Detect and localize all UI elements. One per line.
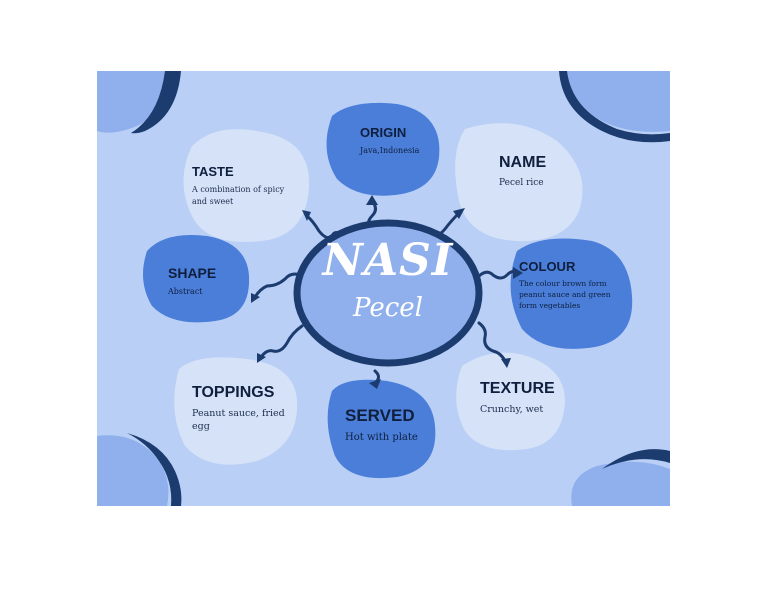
node-name: NAME Pecel rice bbox=[499, 154, 579, 190]
node-colour: COLOUR The colour brown form peanut sauc… bbox=[519, 259, 627, 312]
colour-blob bbox=[510, 238, 633, 349]
origin-blob bbox=[326, 102, 440, 196]
colour-title: COLOUR bbox=[519, 259, 576, 274]
shape-blob bbox=[143, 235, 250, 323]
shape-desc: Abstract bbox=[168, 287, 203, 297]
toppings-title: TOPPINGS bbox=[192, 384, 275, 401]
corner-decoration-top-right bbox=[559, 71, 670, 143]
center-subtitle: Pecel bbox=[353, 293, 423, 323]
arrow-heads bbox=[251, 195, 523, 389]
taste-desc: A combination of spicy and sweet bbox=[192, 185, 285, 206]
corner-decoration-bottom-right bbox=[571, 449, 670, 506]
toppings-blob bbox=[174, 357, 298, 465]
corner-decoration-top-left bbox=[97, 71, 181, 134]
name-desc: Pecel rice bbox=[499, 177, 544, 188]
name-title: NAME bbox=[499, 154, 547, 171]
served-blob bbox=[327, 379, 436, 479]
taste-title: TASTE bbox=[192, 164, 234, 179]
center-ellipse bbox=[293, 219, 483, 367]
corner-decoration-bottom-left bbox=[97, 433, 182, 506]
mind-map-poster: NASI Pecel ORIGIN Java,Indonesia NAME Pe… bbox=[97, 71, 670, 506]
colour-desc: The colour brown form peanut sauce and g… bbox=[519, 279, 611, 311]
texture-desc: Crunchy, wet bbox=[480, 403, 544, 415]
shape-title: SHAPE bbox=[168, 265, 217, 281]
node-taste: TASTE A combination of spicy and sweet bbox=[192, 164, 297, 207]
poster-graphics bbox=[97, 71, 670, 506]
name-blob bbox=[455, 123, 583, 242]
origin-title: ORIGIN bbox=[360, 125, 407, 140]
texture-title: TEXTURE bbox=[480, 380, 555, 397]
texture-blob bbox=[456, 352, 565, 451]
toppings-desc: Peanut sauce, fried egg bbox=[192, 407, 285, 433]
node-shape: SHAPE Abstract bbox=[168, 265, 248, 298]
served-title: SERVED bbox=[345, 406, 415, 425]
node-texture: TEXTURE Crunchy, wet bbox=[480, 380, 565, 416]
center-title: NASI bbox=[322, 235, 454, 286]
node-origin: ORIGIN Java,Indonesia bbox=[360, 125, 440, 157]
taste-blob bbox=[183, 129, 310, 242]
node-served: SERVED Hot with plate bbox=[345, 406, 435, 445]
origin-desc: Java,Indonesia bbox=[360, 146, 420, 156]
served-desc: Hot with plate bbox=[345, 431, 418, 443]
node-toppings: TOPPINGS Peanut sauce, fried egg bbox=[192, 384, 302, 434]
